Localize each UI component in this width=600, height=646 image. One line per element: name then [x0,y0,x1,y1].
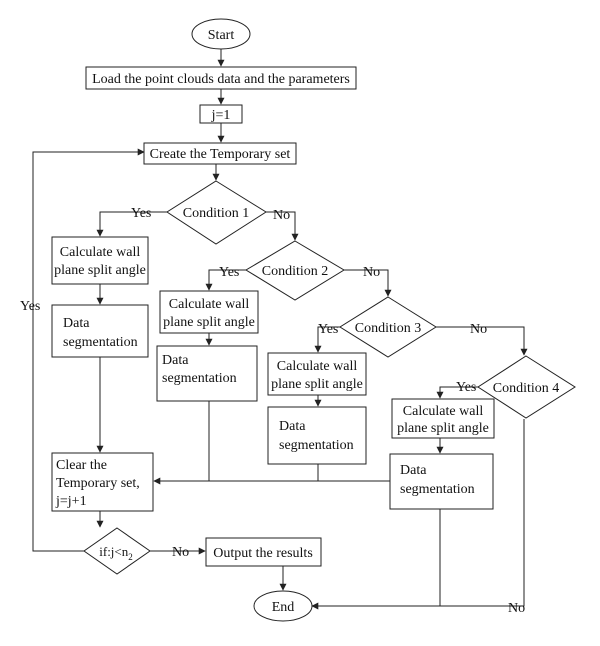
cond4-no-label: No [508,601,525,616]
seg-box-2: Data segmentation [156,345,258,402]
arrow-cond2-no [344,269,392,297]
seg-box-4: Data segmentation [389,453,494,510]
calc-1-line1: Calculate wall [60,245,141,260]
create-label: Create the Temporary set [150,147,291,162]
arrow-loop-yes [32,148,145,552]
condition-3-label: Condition 3 [355,321,422,336]
calc-box-4: Calculate wall plane split angle [391,398,495,439]
clear-line2: Temporary set, [56,476,140,491]
calc-2-line2: plane split angle [163,315,255,330]
seg-1-line2: segmentation [63,335,138,350]
arrow-cond2-yes [205,269,246,291]
calc-2-line1: Calculate wall [169,297,250,312]
seg-4-line1: Data [400,463,427,478]
arrow-cond4-yes [436,386,478,399]
cond1-yes-label: Yes [131,206,151,221]
cond2-yes-label: Yes [219,265,239,280]
loop-yes-label: Yes [20,299,40,314]
arrow-cond1-no [266,211,299,241]
arrow-cond3-no [436,326,528,356]
start-label: Start [208,28,235,43]
calc-4-line2: plane split angle [397,421,489,436]
loop-no-label: No [172,545,189,560]
create-node: Create the Temporary set [143,142,297,165]
seg-2-line1: Data [162,353,189,368]
init-node: j=1 [199,104,243,124]
init-label: j=1 [211,108,231,123]
calc-box-2: Calculate wall plane split angle [159,290,259,334]
calc-3-line1: Calculate wall [277,359,358,374]
seg-box-3: Data segmentation [267,406,367,465]
loop-label: if:j<n2 [99,544,133,562]
load-node: Load the point clouds data and the param… [85,66,357,90]
end-label: End [272,600,295,615]
seg-box-1: Data segmentation [51,304,149,358]
start-node: Start [191,18,251,50]
clear-line1: Clear the [56,458,107,473]
arrow-cond3-yes [314,326,340,353]
condition-4: Condition 4 [477,355,576,419]
seg-1-line1: Data [63,316,90,331]
clear-line3: j=j+1 [55,494,87,509]
connectors [32,49,528,610]
arrow-cond1-yes [96,211,167,237]
calc-4-line1: Calculate wall [403,404,484,419]
calc-1-line2: plane split angle [54,263,146,278]
condition-2: Condition 2 [245,240,345,301]
condition-1-label: Condition 1 [183,206,250,221]
end-node: End [253,590,313,622]
condition-3: Condition 3 [339,296,437,358]
condition-2-label: Condition 2 [262,264,329,279]
loop-decision: if:j<n2 [83,527,151,575]
calc-box-1: Calculate wall plane split angle [51,236,149,285]
seg-4-line2: segmentation [400,482,475,497]
load-label: Load the point clouds data and the param… [92,72,350,87]
calc-box-3: Calculate wall plane split angle [267,352,367,396]
condition-1: Condition 1 [166,180,267,245]
seg-2-line2: segmentation [162,371,237,386]
output-node: Output the results [205,537,322,567]
edge-labels: Yes No Yes No Yes No Yes No Yes No [20,206,525,616]
seg-3-line2: segmentation [279,438,354,453]
cond4-yes-label: Yes [456,380,476,395]
condition-4-label: Condition 4 [493,381,560,396]
loop-label-sub: 2 [128,552,133,562]
calc-3-line2: plane split angle [271,377,363,392]
cond3-no-label: No [470,322,487,337]
cond2-no-label: No [363,265,380,280]
loop-label-main: if:j<n [99,544,128,559]
output-label: Output the results [213,546,313,561]
clear-node: Clear the Temporary set, j=j+1 [51,452,154,512]
seg-3-line1: Data [279,419,306,434]
cond1-no-label: No [273,208,290,223]
cond3-yes-label: Yes [318,322,338,337]
